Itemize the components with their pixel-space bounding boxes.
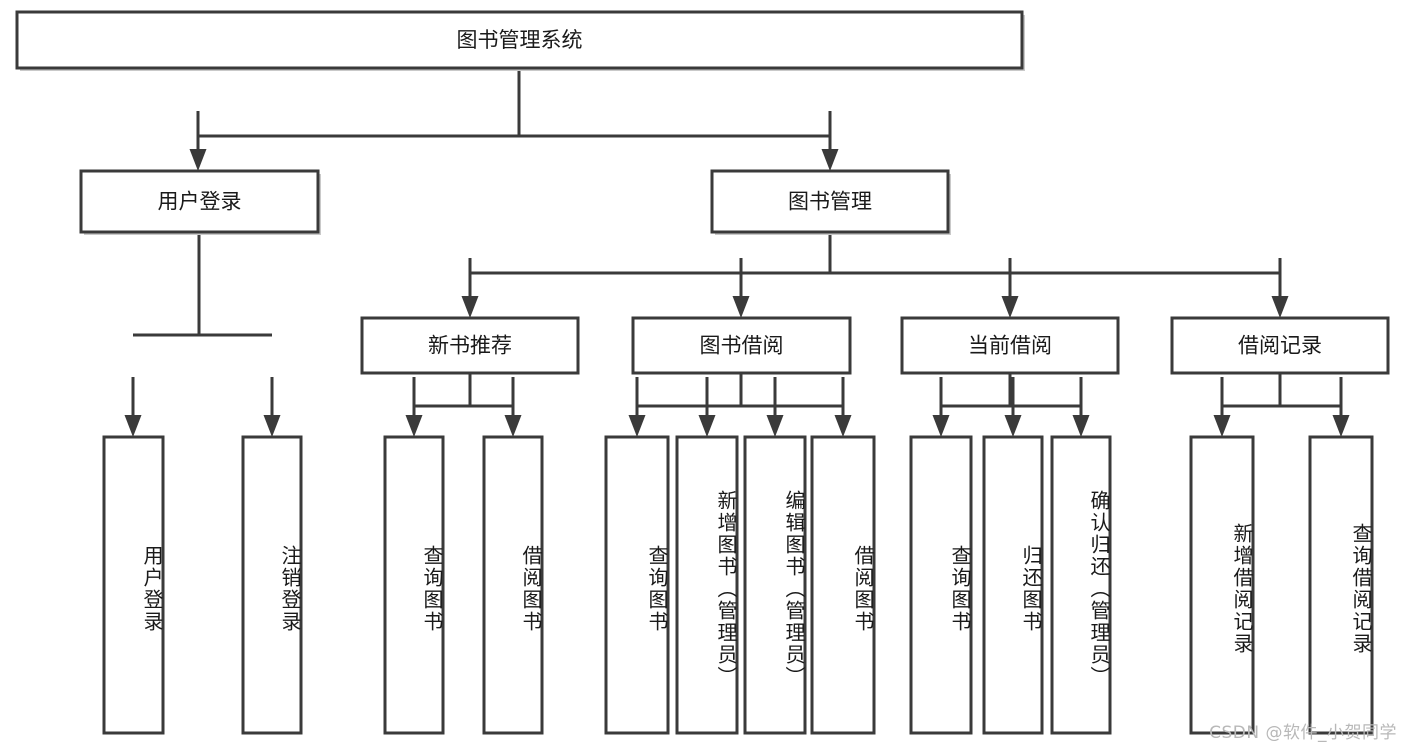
arrow-book-borrow-3-icon bbox=[834, 415, 852, 437]
arrow-user-login-1-icon bbox=[263, 415, 281, 437]
node-user-login-box[interactable] bbox=[79, 169, 320, 234]
node-new-book-rec-box[interactable] bbox=[360, 316, 580, 375]
arrowhead-layer bbox=[124, 149, 1350, 437]
arrow-new-book-rec-0-icon bbox=[405, 415, 423, 437]
node-leaf-query-book-2-box[interactable] bbox=[604, 435, 670, 735]
node-borrow-record-label: 借阅记录 bbox=[1238, 334, 1322, 358]
node-leaf-query-book-1-box[interactable] bbox=[383, 435, 445, 735]
arrow-book-manage-0-icon bbox=[461, 296, 479, 318]
node-new-book-rec-label: 新书推荐 bbox=[428, 334, 512, 358]
node-leaf-user-login-box[interactable] bbox=[102, 435, 165, 735]
node-book-borrow-label: 图书借阅 bbox=[700, 334, 784, 358]
arrow-book-manage-3-icon bbox=[1271, 296, 1289, 318]
node-leaf-return-book-box[interactable] bbox=[982, 435, 1044, 735]
arrow-book-manage-1-icon bbox=[732, 296, 750, 318]
node-root-label: 图书管理系统 bbox=[457, 28, 583, 52]
arrow-new-book-rec-1-icon bbox=[504, 415, 522, 437]
node-book-manage-box[interactable] bbox=[710, 169, 950, 234]
node-leaf-borrow-book-1-box[interactable] bbox=[482, 435, 544, 735]
arrow-book-borrow-1-icon bbox=[698, 415, 716, 437]
arrow-borrow-record-1-icon bbox=[1332, 415, 1350, 437]
arrow-user-login-0-icon bbox=[124, 415, 142, 437]
node-leaf-borrow-book-2-box[interactable] bbox=[810, 435, 876, 735]
node-leaf-add-book-box[interactable] bbox=[675, 435, 739, 735]
arrow-book-manage-2-icon bbox=[1001, 296, 1019, 318]
arrow-current-borrow-2-icon bbox=[1072, 415, 1090, 437]
node-book-borrow-box[interactable] bbox=[631, 316, 852, 375]
node-current-borrow-label: 当前借阅 bbox=[968, 334, 1052, 358]
watermark-text: CSDN @软件_小贺同学 bbox=[1209, 723, 1397, 743]
arrow-borrow-record-0-icon bbox=[1213, 415, 1231, 437]
arrow-root-1-icon bbox=[821, 149, 839, 171]
node-leaf-add-record-box[interactable] bbox=[1189, 435, 1255, 735]
arrow-current-borrow-1-icon bbox=[1004, 415, 1022, 437]
arrow-book-borrow-0-icon bbox=[628, 415, 646, 437]
node-layer bbox=[15, 10, 1390, 735]
node-leaf-confirm-return-box[interactable] bbox=[1050, 435, 1112, 735]
arrow-current-borrow-0-icon bbox=[932, 415, 950, 437]
node-user-login-label: 用户登录 bbox=[158, 190, 242, 214]
node-leaf-query-record-box[interactable] bbox=[1308, 435, 1374, 735]
node-leaf-query-book-3-box[interactable] bbox=[909, 435, 973, 735]
node-current-borrow-box[interactable] bbox=[900, 316, 1120, 375]
connector-layer bbox=[131, 68, 1343, 419]
node-leaf-logout-box[interactable] bbox=[241, 435, 303, 735]
node-book-manage-label: 图书管理 bbox=[788, 190, 872, 214]
arrow-root-0-icon bbox=[189, 149, 207, 171]
node-root-box[interactable] bbox=[15, 10, 1024, 70]
node-leaf-edit-book-box[interactable] bbox=[743, 435, 807, 735]
node-borrow-record-box[interactable] bbox=[1170, 316, 1390, 375]
arrow-book-borrow-2-icon bbox=[766, 415, 784, 437]
